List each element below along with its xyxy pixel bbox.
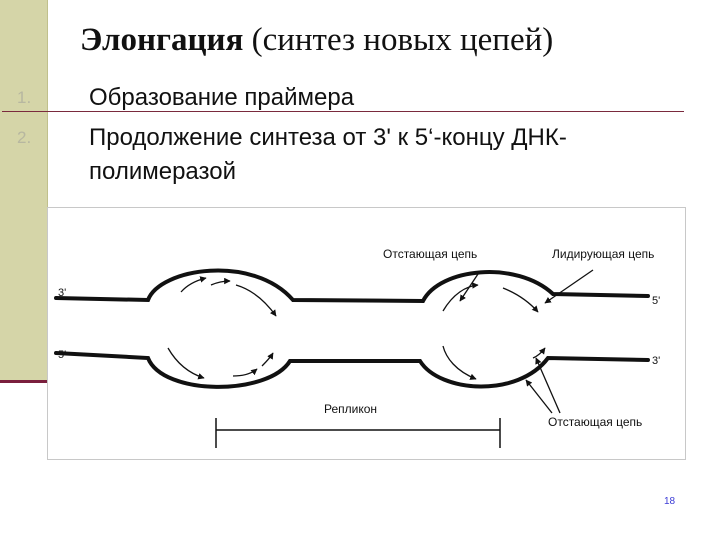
- okazaki-fragment-arrow: [235, 284, 277, 317]
- callout-pointer: [525, 379, 553, 414]
- list-item-continuation: полимеразой: [89, 158, 236, 185]
- dna-bottom-strand: [54, 351, 650, 389]
- okazaki-fragment-arrow: [442, 345, 477, 380]
- dna-top-strand: [54, 268, 650, 304]
- okazaki-fragment-arrow: [210, 277, 231, 286]
- okazaki-fragment-arrow: [502, 287, 539, 313]
- sidebar-accent-rule: [0, 380, 47, 383]
- callout-pointer: [535, 357, 561, 414]
- label-lagging-strand-bottom: Отстающая цепь: [548, 415, 642, 429]
- list-item: Образование праймера: [89, 84, 355, 111]
- label-leading-strand: Лидирующая цепь: [552, 247, 654, 261]
- label-5-prime-left: 5': [58, 349, 66, 361]
- list-number: 2.: [17, 128, 32, 147]
- list-number: 1.: [17, 88, 32, 107]
- label-3-prime-left: 3': [58, 287, 66, 299]
- slide-title-rest: (синтез новых цепей): [243, 22, 554, 58]
- label-lagging-strand-top: Отстающая цепь: [383, 247, 477, 261]
- okazaki-fragment-arrow: [532, 347, 546, 359]
- callout-pointer: [544, 269, 594, 304]
- label-replicon: Репликон: [324, 402, 377, 416]
- okazaki-fragment-arrow: [232, 368, 258, 377]
- replication-diagram: 3' 5' 5' 3' Отстающая цепь Лидирующая це…: [47, 207, 686, 460]
- slide-title: Элонгация (синтез новых цепей): [80, 22, 553, 59]
- replicon-bracket: [215, 418, 501, 448]
- label-5-prime-right: 5': [652, 295, 660, 307]
- horizontal-rule: [2, 111, 684, 112]
- okazaki-fragment-arrow: [442, 282, 479, 312]
- slide-title-bold: Элонгация: [80, 22, 244, 58]
- okazaki-fragment-arrow: [167, 347, 205, 380]
- label-3-prime-right: 3': [652, 355, 660, 367]
- page-number: 18: [664, 496, 676, 507]
- okazaki-fragment-arrow: [180, 276, 207, 293]
- callout-pointer: [459, 270, 481, 302]
- decorative-sidebar: [0, 0, 48, 382]
- list-item: Продолжение синтеза от 3' к 5‘-концу ДНК…: [89, 124, 567, 151]
- replication-diagram-svg: 3' 5' 5' 3' Отстающая цепь Лидирующая це…: [54, 247, 660, 448]
- okazaki-fragment-arrow: [261, 352, 274, 367]
